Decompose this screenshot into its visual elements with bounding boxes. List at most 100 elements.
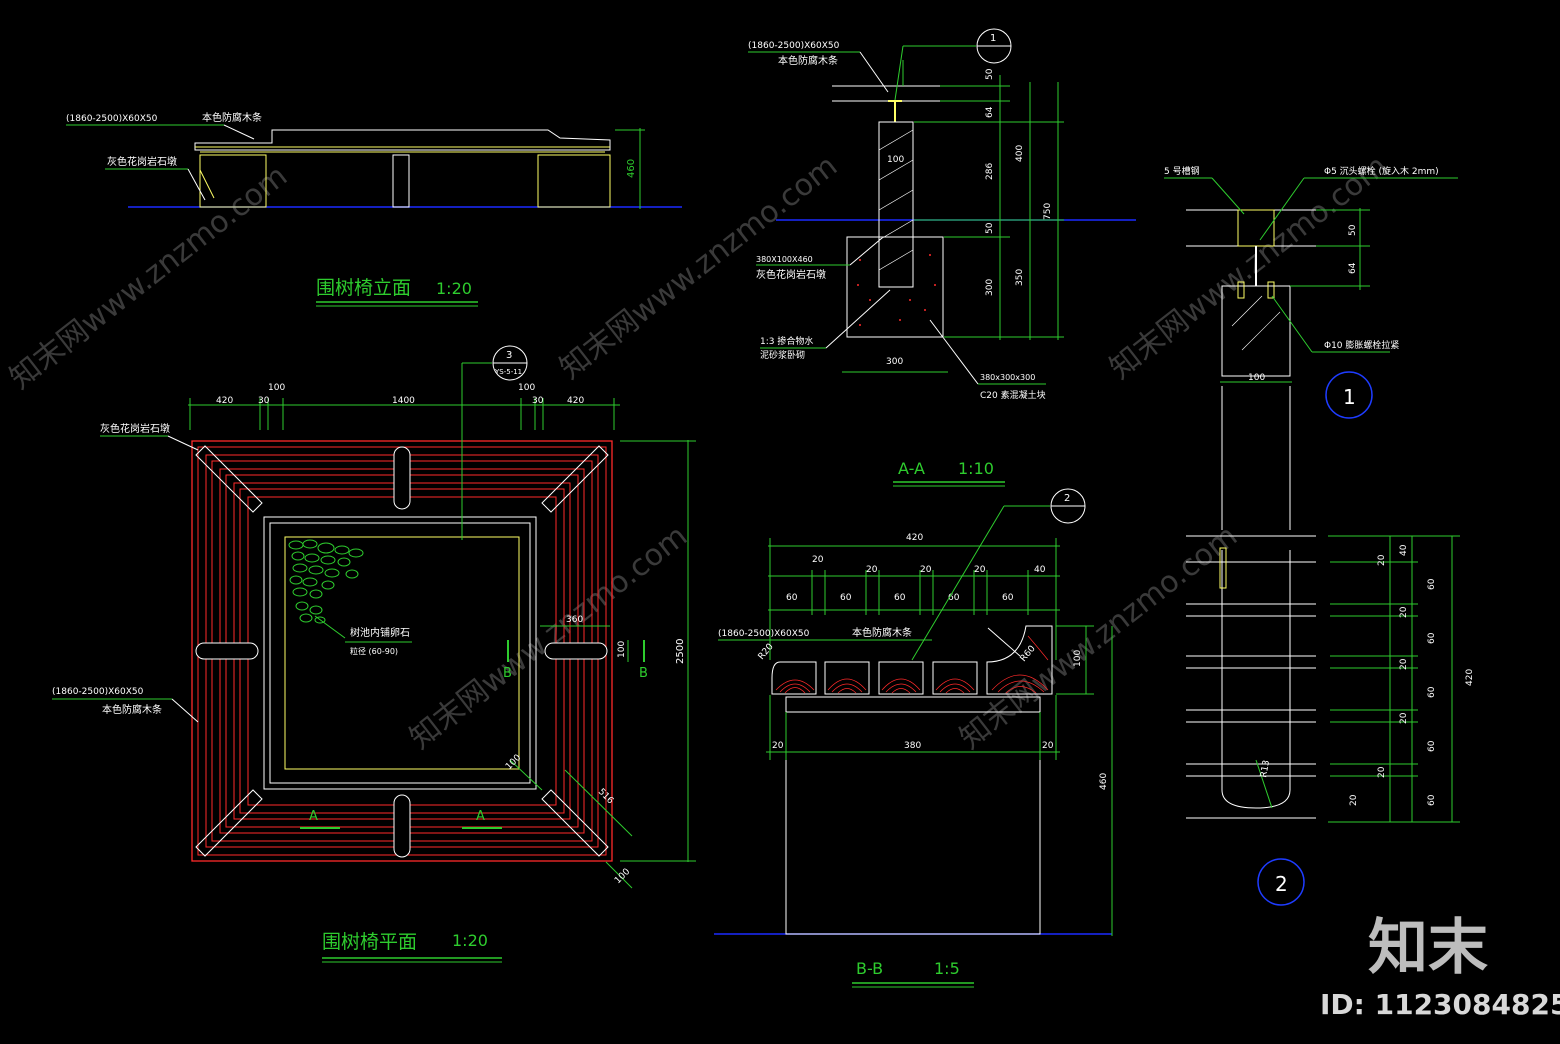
bb-dim-top: 20 bbox=[974, 565, 986, 575]
detail-2-view: R13 20 20 20 20 20 20 40 60 60 60 60 60 … bbox=[1186, 535, 1475, 906]
d1-dim-100: 100 bbox=[1248, 373, 1265, 383]
bb-label-wood-size: (1860-2500)X60X50 bbox=[718, 629, 810, 639]
d2-radius: R13 bbox=[1259, 759, 1272, 778]
wood-slat bbox=[771, 661, 817, 695]
elevation-scale: 1:20 bbox=[436, 279, 472, 298]
plan-label-stone: 灰色花岗岩石墩 bbox=[100, 422, 170, 435]
watermark: 知末网www.znzmo.com bbox=[3, 158, 294, 396]
bb-dim-slat: 60 bbox=[840, 593, 852, 603]
watermark: 知末网www.znzmo.com bbox=[953, 518, 1244, 756]
bb-ref: 2 bbox=[1064, 493, 1070, 504]
bb-dim-slat: 60 bbox=[786, 593, 798, 603]
d2-dim-small: 20 bbox=[1349, 794, 1359, 806]
d2-dim-large: 60 bbox=[1427, 632, 1437, 644]
pebbles bbox=[288, 539, 364, 624]
ref-bubble-top: 3 bbox=[506, 350, 512, 361]
plan-dim-top: 1400 bbox=[392, 396, 415, 406]
corner-stone bbox=[195, 789, 263, 857]
d2-dim-total: 420 bbox=[1465, 669, 1475, 686]
stone-leg bbox=[392, 154, 410, 208]
aa-dim: 50 bbox=[985, 222, 995, 234]
d2-number: 2 bbox=[1275, 872, 1288, 896]
plan-dim-top: 30 bbox=[532, 396, 544, 406]
pool-inner bbox=[284, 536, 520, 770]
aa-dim: 300 bbox=[985, 279, 995, 296]
plan-title: 围树椅平面 bbox=[322, 931, 417, 953]
corner-stone bbox=[541, 789, 609, 857]
bb-label-wood: 本色防腐木条 bbox=[852, 626, 912, 639]
section-aa-view: 50 64 286 50 300 400 350 750 100 300 1 (… bbox=[748, 28, 1136, 487]
wood-ring bbox=[191, 440, 613, 862]
detail-1-view: 100 50 64 5 号槽钢 Φ5 沉头螺栓 (旋入木 2mm) Φ10 膨胀… bbox=[1164, 165, 1458, 530]
plan-dim-top: 420 bbox=[216, 396, 233, 406]
mid-stone bbox=[544, 642, 608, 660]
aa-label-wood-size: (1860-2500)X60X50 bbox=[748, 41, 840, 51]
plan-view: 树池内铺卵石 粒径 (60-90) 420 30 1400 30 420 100… bbox=[52, 345, 696, 963]
aa-label-mortar: 1:3 掺合物水 bbox=[760, 335, 813, 347]
aa-dim: 64 bbox=[985, 106, 995, 118]
bb-dim-slat: 60 bbox=[894, 593, 906, 603]
d2-dim-large: 60 bbox=[1427, 740, 1437, 752]
detail-2-circle bbox=[1257, 858, 1305, 906]
brand-logo: 知末 bbox=[1368, 913, 1488, 983]
slat-profile bbox=[1221, 550, 1291, 809]
aa-label-stone-size: 380X100X460 bbox=[756, 255, 813, 264]
plan-scale: 1:20 bbox=[452, 931, 488, 950]
d2-dim-small: 20 bbox=[1399, 712, 1409, 724]
d1-label-channel: 5 号槽钢 bbox=[1164, 165, 1200, 177]
wood-slat bbox=[986, 625, 1053, 695]
d1-dim-50: 50 bbox=[1348, 224, 1358, 236]
bb-dim-top: 20 bbox=[812, 555, 824, 565]
elev-label-stone: 灰色花岗岩石墩 bbox=[107, 155, 177, 168]
bb-dim-top: 40 bbox=[1034, 565, 1046, 575]
plan-dim-360: 360 bbox=[566, 615, 583, 625]
stone-top bbox=[1221, 285, 1291, 377]
bb-r60: R60 bbox=[1019, 644, 1038, 664]
plan-dim-diag: 100 bbox=[613, 867, 632, 886]
bb-dim-slat: 60 bbox=[1002, 593, 1014, 603]
aa-scale: 1:10 bbox=[958, 459, 994, 478]
d2-dim-large: 60 bbox=[1427, 794, 1437, 806]
aa-title: A-A bbox=[898, 459, 925, 478]
stone-pillar bbox=[878, 121, 914, 288]
bb-dim-total: 420 bbox=[906, 533, 923, 543]
pool-wall bbox=[269, 522, 531, 784]
aa-label-concrete: C20 素混凝土块 bbox=[980, 389, 1046, 401]
wood-slat bbox=[878, 661, 924, 695]
aa-label-stone: 灰色花岗岩石墩 bbox=[756, 268, 826, 281]
plan-label-wood: 本色防腐木条 bbox=[102, 703, 162, 716]
stone-leg bbox=[537, 154, 611, 208]
d2-dim-large: 40 bbox=[1399, 544, 1409, 556]
plan-label-wood-size: (1860-2500)X60X50 bbox=[52, 687, 144, 697]
aa-label-wood: 本色防腐木条 bbox=[778, 54, 838, 67]
aa-dim-300: 300 bbox=[886, 357, 903, 367]
d1-label-anchor: Φ10 膨胀螺栓拉紧 bbox=[1324, 339, 1399, 351]
d2-dim-small: 20 bbox=[1377, 766, 1387, 778]
plan-dim-side: 2500 bbox=[675, 639, 686, 664]
bb-dim-380: 380 bbox=[904, 741, 921, 751]
elevation-view: 460 (1860-2500)X60X50 本色防腐木条 灰色花岗岩石墩 围树椅… bbox=[66, 111, 682, 307]
pool-wall bbox=[263, 516, 537, 790]
d2-dim-small: 20 bbox=[1377, 554, 1387, 566]
bb-dim-20l: 20 bbox=[772, 741, 784, 751]
d2-dim-small: 20 bbox=[1399, 606, 1409, 618]
aa-dim: 400 bbox=[1015, 145, 1025, 162]
d1-label-bolt: Φ5 沉头螺栓 (旋入木 2mm) bbox=[1324, 165, 1439, 177]
watermark: 知末网www.znzmo.com bbox=[403, 518, 694, 756]
d2-dim-small: 20 bbox=[1399, 658, 1409, 670]
elev-label-wood: 本色防腐木条 bbox=[202, 111, 262, 124]
bb-dim-20r: 20 bbox=[1042, 741, 1054, 751]
plan-dim-top: 30 bbox=[258, 396, 270, 406]
plan-label-pebble-size: 粒径 (60-90) bbox=[350, 646, 398, 656]
wood-slat bbox=[824, 661, 870, 695]
section-mark-b: B bbox=[503, 666, 512, 681]
d2-dim-large: 60 bbox=[1427, 578, 1437, 590]
aa-label-concrete-size: 380x300x300 bbox=[980, 373, 1035, 382]
bb-scale: 1:5 bbox=[934, 959, 960, 978]
bb-dim-top: 20 bbox=[920, 565, 932, 575]
section-mark-b: B bbox=[639, 666, 648, 681]
elev-label-wood-size: (1860-2500)X60X50 bbox=[66, 114, 158, 124]
bb-dim-slat: 60 bbox=[948, 593, 960, 603]
bb-dim-top: 20 bbox=[866, 565, 878, 575]
